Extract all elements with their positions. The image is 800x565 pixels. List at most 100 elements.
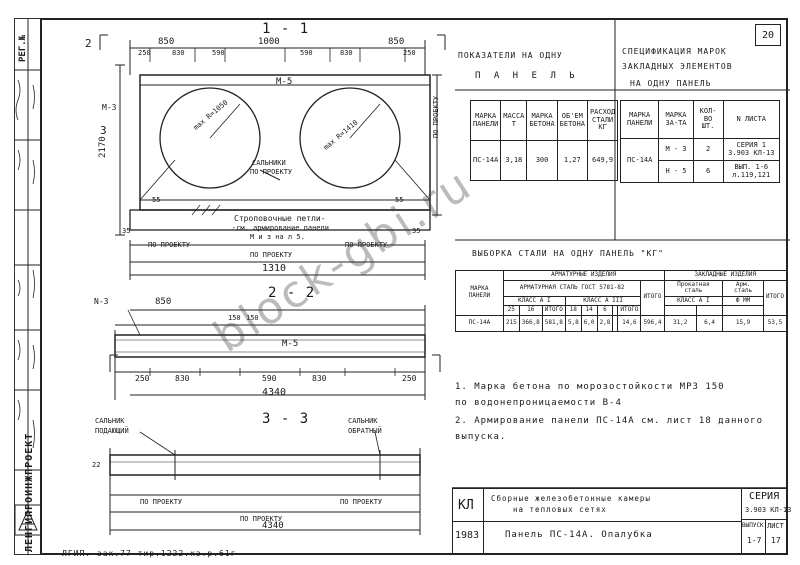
steel-head-itogo: ИТОГО xyxy=(640,279,665,316)
title-list-value: 17 xyxy=(771,536,781,545)
embed-m5-s1: М-5 xyxy=(276,77,293,87)
salnik-supply-label: САЛЬНИК xyxy=(95,417,125,425)
indicators-table: МАРКА ПАНЕЛИ МАССА Т МАРКА БЕТОНА ОБ'ЕМ … xyxy=(469,100,619,181)
title-year: 1983 xyxy=(455,530,480,541)
indicators-heading-1: ПОКАЗАТЕЛИ НА ОДНУ xyxy=(458,51,563,60)
steel-val-5: 6,0 xyxy=(580,314,598,332)
steel-head-class3: КЛАСС А III xyxy=(564,295,642,307)
spec-heading-3: НА ОДНУ ПАНЕЛЬ xyxy=(630,79,712,88)
note-1-cont: по водонепроницаемости В-4 xyxy=(455,398,622,408)
steel-table: МАРКА ПАНЕЛИ АРМАТУРНЫЕ ИЗДЕЛИЯ ЗАКЛАДНЫ… xyxy=(455,270,788,332)
dim-1000: 1000 xyxy=(258,37,280,47)
dim-250-s2-right: 250 xyxy=(402,374,417,383)
title-kl-divider xyxy=(453,521,483,522)
spec-head-panel: МАРКА ПАНЕЛИ xyxy=(619,100,660,139)
steel-val-13: 53,5 xyxy=(762,314,788,332)
spec-head-embed: МАРКА ЗА-ТА xyxy=(658,100,694,139)
lifting-note-2: -см. армирование панели xyxy=(232,224,329,232)
steel-blank-4 xyxy=(722,305,764,316)
po-proektu-s3-mid: ПО ПРОЕКТУ xyxy=(240,515,283,523)
dim-35-left: 35 xyxy=(122,227,131,235)
section-2-2-title: 2 - 2 xyxy=(268,285,316,301)
steel-head-panel: МАРКА ПАНЕЛИ xyxy=(455,270,504,316)
sheet-number: 20 xyxy=(755,24,781,46)
ind-val-steel: 649,9 xyxy=(586,140,619,181)
po-proektu-s1-left: ПО ПРОЕКТУ xyxy=(148,241,191,249)
steel-val-2: 366,8 xyxy=(518,314,543,332)
po-proektu-s3-right: ПО ПРОЕКТУ xyxy=(340,498,383,506)
po-proektu-s1-right: ПО ПРОЕКТУ xyxy=(345,241,388,249)
po-proektu-s3-left: ПО ПРОЕКТУ xyxy=(140,498,183,506)
steel-head-phi-z: Ф ММ xyxy=(722,295,764,307)
steel-val-4: 5,8 xyxy=(564,314,582,332)
title-vypusk-value: 1-7 xyxy=(747,536,762,545)
dim-total-s3: 4340 xyxy=(262,521,284,531)
steel-head-armst: Арм. сталь xyxy=(722,279,764,297)
steel-val-panel: ПС-14А xyxy=(455,314,504,332)
dim-590-left: 590 xyxy=(212,49,225,57)
steel-head-prokat: Прокатная сталь xyxy=(663,279,724,297)
steel-head-class1: КЛАСС А I xyxy=(502,295,566,307)
dim-22-s3: 22 xyxy=(92,461,101,469)
dim-590-right: 590 xyxy=(300,49,313,57)
salnik-return-sublabel: ОБРАТНЫЙ xyxy=(348,427,382,435)
steel-head-itogo-2: ИТОГО xyxy=(762,279,788,316)
title-block: КЛ 1983 Сборные железобетонные камеры на… xyxy=(452,488,791,555)
spec-row2-mark: Н - 5 xyxy=(658,160,694,183)
steel-val-3: 581,8 xyxy=(541,314,566,332)
po-proektu-s1-mid: ПО ПРОЕКТУ xyxy=(250,251,293,259)
salniki-sublabel: ПО ПРОЕКТУ xyxy=(250,168,293,176)
steel-heading: ВЫБОРКА СТАЛИ НА ОДНУ ПАНЕЛЬ "КГ" xyxy=(472,249,664,258)
embed-m3-s1: М-3 xyxy=(102,103,117,112)
steel-head-class-z: КЛАСС А I xyxy=(663,295,724,307)
dim-850-right: 850 xyxy=(388,37,405,47)
steel-val-11: 6,4 xyxy=(695,314,724,332)
dim-590-s2: 590 xyxy=(262,374,277,383)
steel-d6: 6 xyxy=(596,305,614,316)
dim-830-right: 830 xyxy=(340,49,353,57)
steel-blank-3 xyxy=(695,305,724,316)
dim-150-a: 150 xyxy=(228,314,241,322)
steel-d14: 14 xyxy=(580,305,598,316)
ind-head-volume: ОБ'ЕМ БЕТОНА xyxy=(556,100,588,141)
dim-830-left: 830 xyxy=(172,49,185,57)
spec-row1-mark: М - 3 xyxy=(658,138,694,161)
embed-m5-s2: М-5 xyxy=(282,339,299,349)
title-right-divider xyxy=(741,489,742,554)
steel-val-1: 215 xyxy=(502,314,520,332)
steel-val-12: 15,9 xyxy=(722,314,764,332)
cut-label-2: 2 xyxy=(85,37,92,50)
dim-35-right: 35 xyxy=(412,227,421,235)
spec-row2-sheet: ВЫП. 1-6 л.119,121 xyxy=(722,160,781,183)
spec-row1-sheet: СЕРИЯ 1 3.903 КЛ-13 xyxy=(722,138,781,161)
title-desc-1: Сборные железобетонные камеры xyxy=(491,494,651,503)
spec-heading-2: ЗАКЛАДНЫХ ЭЛЕМЕНТОВ xyxy=(622,62,733,71)
dim-55-left: 55 xyxy=(152,196,161,204)
steel-val-6: 2,8 xyxy=(596,314,614,332)
title-right-hdivider xyxy=(741,519,787,520)
dim-850-s2: 850 xyxy=(155,297,172,307)
spec-heading-1: СПЕЦИФИКАЦИЯ МАРОК xyxy=(622,47,727,56)
cut-label-3: 3 xyxy=(100,124,107,137)
dim-150-b: 150 xyxy=(246,314,259,322)
salniki-label: САЛЬНИКИ xyxy=(252,159,286,167)
dim-55-right: 55 xyxy=(395,196,404,204)
ind-head-concrete: МАРКА БЕТОНА xyxy=(526,100,558,141)
steel-head-zakl: ЗАКЛАДНЫЕ ИЗДЕЛИЯ xyxy=(663,270,787,281)
dim-830-s2-right: 830 xyxy=(312,374,327,383)
steel-d25: 25 xyxy=(502,305,520,316)
dim-total-s2: 4340 xyxy=(262,387,287,398)
ind-val-mark: ПС-14А xyxy=(469,140,502,181)
steel-blank-2 xyxy=(663,305,697,316)
steel-val-8: 14,6 xyxy=(617,314,642,332)
po-proektu-s1-vertical: ПО ПРОЕКТУ xyxy=(432,95,440,138)
note-1: 1. Марка бетона по морозостойкости МРЗ 1… xyxy=(455,382,725,392)
title-seriya-label: СЕРИЯ xyxy=(749,491,780,502)
dim-250-right: 250 xyxy=(403,49,416,57)
salnik-supply-sublabel: ПОДАЮЩИЙ xyxy=(95,427,129,435)
spec-head-qty: КОЛ-ВО ШТ. xyxy=(692,100,724,139)
ind-val-mass: 3,18 xyxy=(500,140,528,181)
title-mid-divider xyxy=(483,521,741,522)
steel-val-10: 31,2 xyxy=(663,314,697,332)
